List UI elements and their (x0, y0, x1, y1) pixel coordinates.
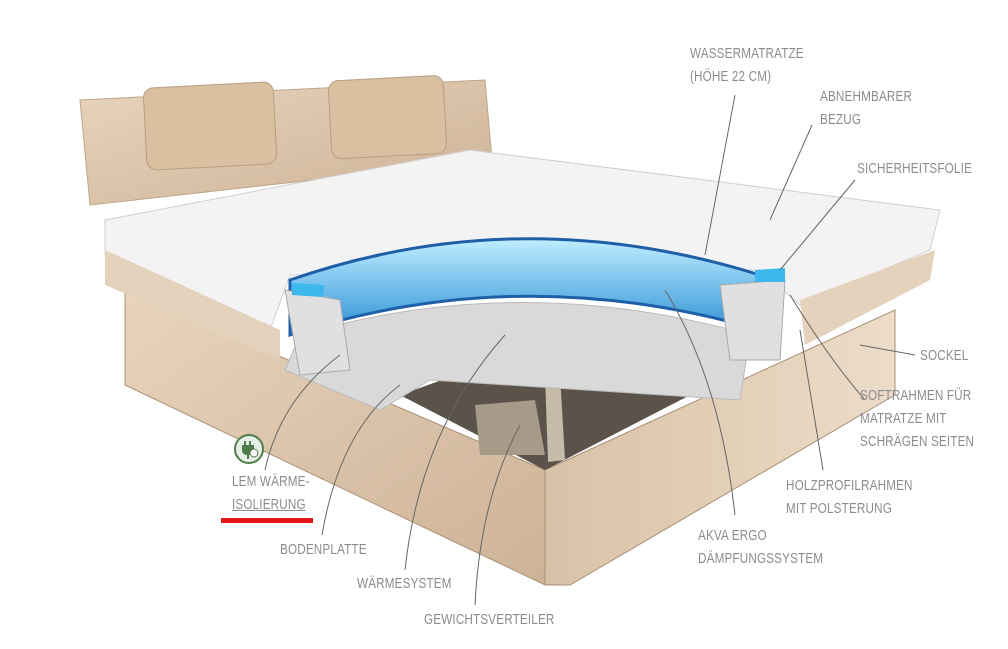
mattress (104, 149, 941, 411)
label-line: Bodenplatte (280, 541, 367, 558)
eco-plug-icon (234, 434, 264, 464)
label-akva-ergo: Akva ErgoDämpfungssystem (698, 524, 823, 570)
label-line: Wärmesystem (357, 575, 452, 592)
label-gewichtsverteiler: Gewichtsverteiler (424, 608, 555, 631)
label-line: Gewichtsverteiler (424, 611, 555, 628)
link-lem-waermeisolierung[interactable]: LEM Wärme- Isolierung (232, 470, 310, 516)
label-line: Sicherheitsfolie (857, 160, 972, 177)
label-line: Sockel (920, 347, 969, 364)
label-line[interactable]: Isolierung (232, 496, 306, 513)
label-line[interactable]: LEM Wärme- (232, 473, 310, 490)
label-sockel: Sockel (920, 344, 968, 367)
label-line: Matratze mit (860, 410, 947, 427)
label-line: Softrahmen für (860, 387, 972, 404)
label-softrahmen: Softrahmen fürMatratze mit schrägen Seite… (860, 384, 974, 453)
highlight-underline (221, 518, 313, 523)
label-line: (Höhe 22 cm) (690, 68, 772, 85)
label-holzprofilrahmen: Holzprofilrahmen mit Polsterung (786, 474, 913, 520)
label-line: Wassermatratze (690, 45, 804, 62)
label-sicherheitsfolie: Sicherheitsfolie (857, 157, 972, 180)
label-line: schrägen Seiten (860, 433, 975, 450)
label-line: mit Polsterung (786, 500, 892, 517)
headboard (79, 75, 493, 206)
label-line: Akva Ergo (698, 527, 767, 544)
label-line: Abnehmbarer (820, 88, 913, 105)
leader-lines (264, 94, 916, 606)
label-bezug: AbnehmbarerBezug (820, 85, 912, 131)
label-wassermatratze: Wassermatratze (Höhe 22 cm) (690, 42, 804, 88)
label-line: Dämpfungssystem (698, 550, 824, 567)
label-bodenplatte: Bodenplatte (280, 538, 367, 561)
label-line: Bezug (820, 111, 862, 128)
label-line: Holzprofilrahmen (786, 477, 913, 494)
label-waermesystem: Wärmesystem (357, 572, 452, 595)
